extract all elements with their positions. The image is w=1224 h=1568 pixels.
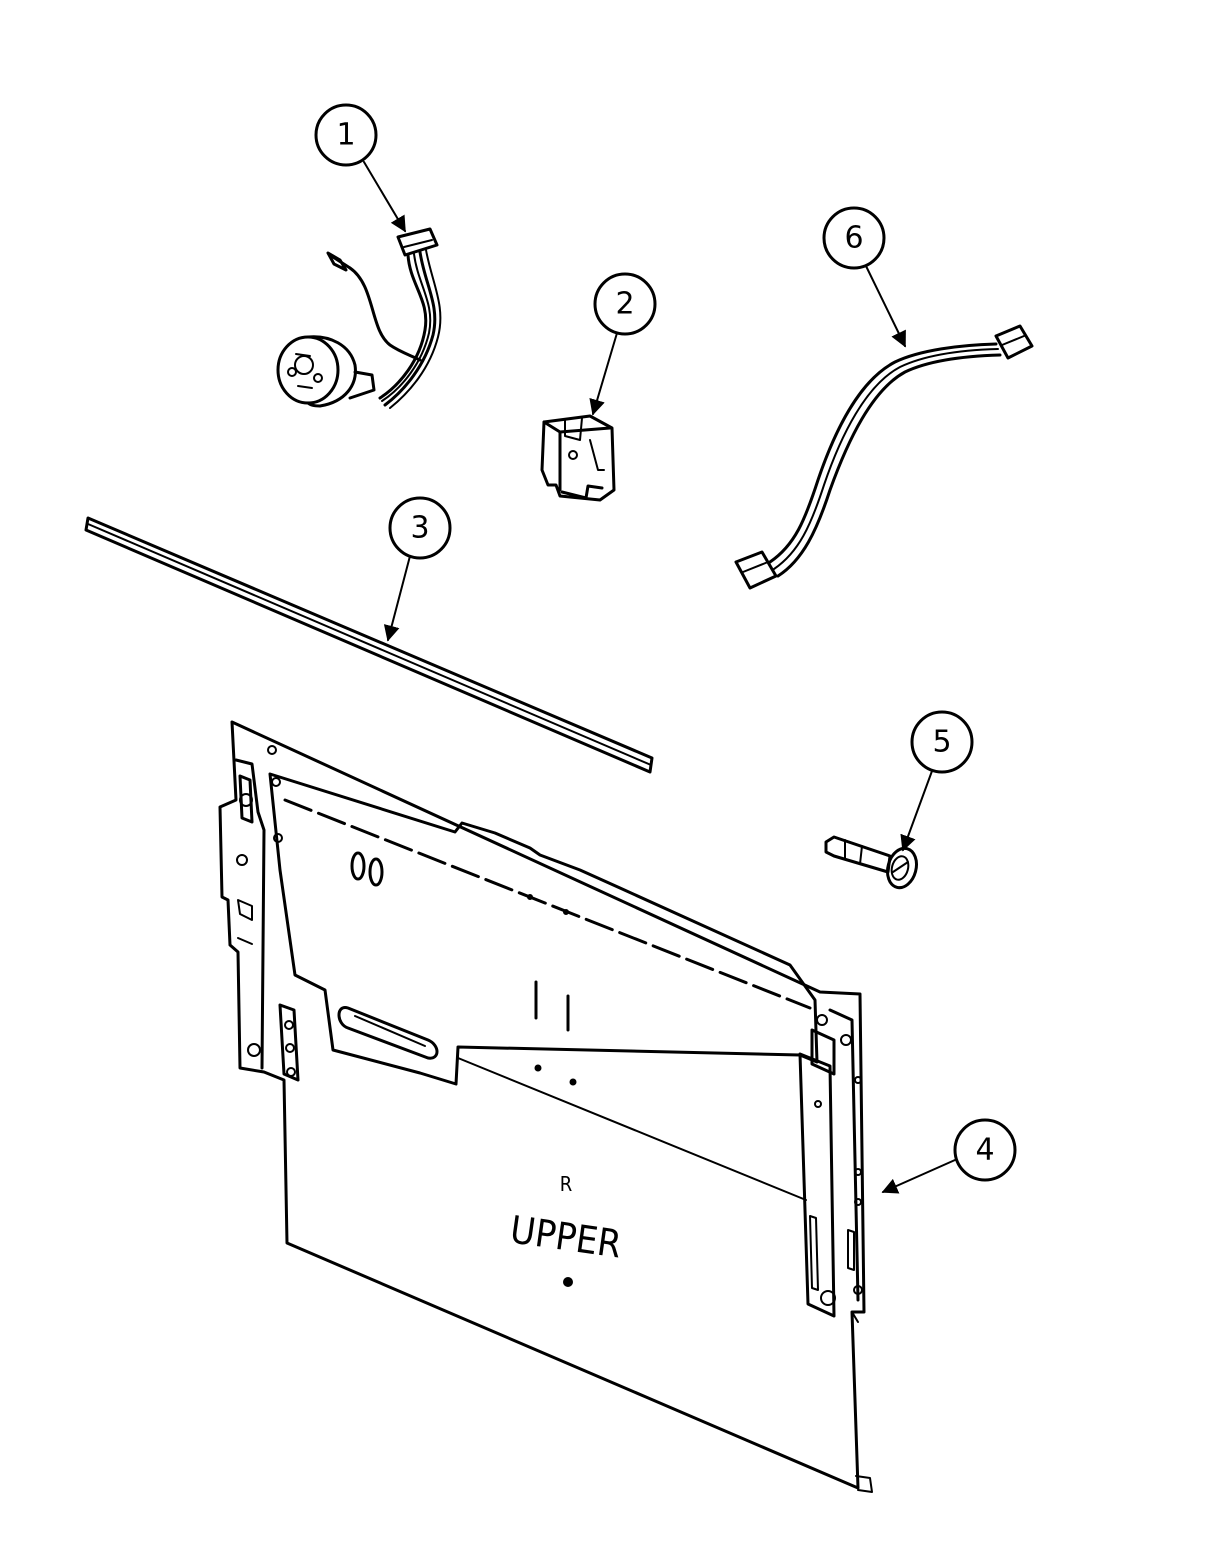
leader-4 [881, 1159, 956, 1194]
part-3-strip [84, 516, 654, 774]
callout-3-label: 3 [410, 511, 429, 546]
part-1-switch-harness [276, 227, 442, 409]
callout-4-label: 4 [975, 1133, 994, 1168]
part-6-wire-harness [734, 324, 1034, 590]
leader-lines [363, 161, 956, 1194]
leader-1 [363, 161, 406, 233]
callout-1-label: 1 [336, 118, 355, 153]
leader-6 [865, 265, 906, 348]
callout-1: 1 [314, 103, 378, 167]
callout-4: 4 [953, 1118, 1017, 1182]
part-5-pin [824, 835, 918, 890]
part-4-panel: R UPPER [218, 720, 873, 1493]
panel-side-label: R [560, 1172, 573, 1196]
callout-2-label: 2 [615, 287, 634, 322]
callout-3: 3 [388, 496, 452, 560]
callout-6: 6 [822, 206, 886, 270]
leader-5 [900, 770, 933, 852]
leader-2 [589, 332, 618, 416]
callout-2: 2 [593, 272, 657, 336]
leader-3 [383, 555, 411, 642]
callout-5: 5 [910, 710, 974, 774]
callout-5-label: 5 [932, 725, 951, 760]
callout-6-label: 6 [844, 221, 863, 256]
part-2-bracket [540, 414, 616, 502]
panel-position-label: UPPER [508, 1207, 625, 1266]
